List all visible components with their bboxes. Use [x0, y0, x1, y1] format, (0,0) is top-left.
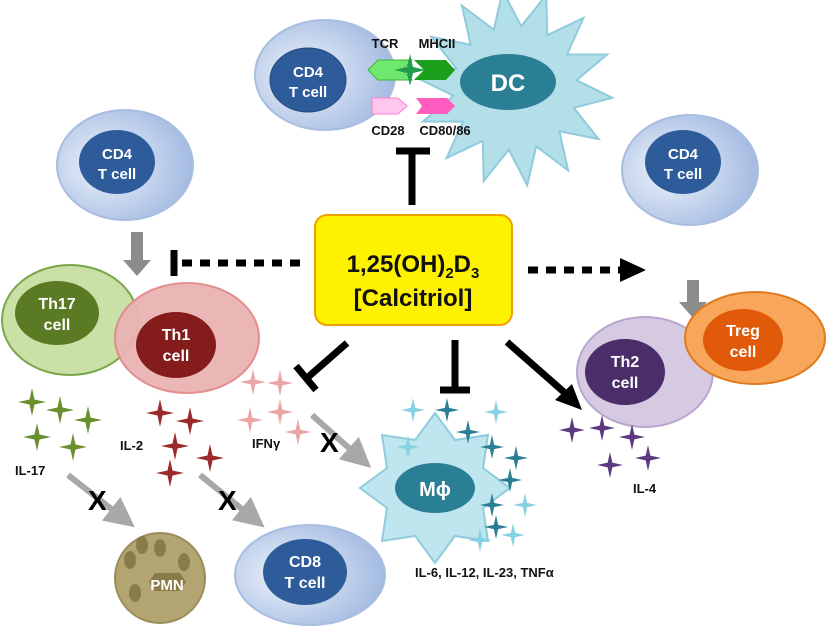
block-x-icon: X [88, 485, 107, 516]
cytokine-sparkle-icon [480, 493, 504, 517]
cytokine-sparkles [18, 369, 661, 552]
block-x-icon: X [218, 485, 237, 516]
svg-text:CD4: CD4 [668, 146, 699, 163]
cytokine-sparkle-icon [484, 515, 508, 539]
cytokine-sparkle-icon [480, 435, 504, 459]
cytokine-sparkle-icon [589, 415, 615, 441]
cytokine-sparkle-icon [146, 399, 174, 427]
inhibition-top [396, 147, 430, 205]
tcr-label: TCR [372, 36, 399, 51]
cytokine-sparkle-icon [156, 459, 184, 487]
cytokine-sparkle-icon [46, 396, 74, 424]
cytokine-sparkle-icon [559, 417, 585, 443]
cytokine-sparkle-icon [456, 420, 480, 444]
cytokine-sparkle-icon [396, 435, 420, 459]
cytokine-sparkle-icon [161, 432, 189, 460]
il4-label: IL-4 [633, 481, 657, 496]
cytokine-sparkle-icon [484, 400, 508, 424]
svg-text:1,25(OH)2D3: 1,25(OH)2D3 [347, 251, 480, 282]
calcitriol-label: [Calcitriol] [354, 285, 473, 312]
cytokine-sparkle-icon [513, 493, 537, 517]
cytokine-sparkle-icon [619, 424, 645, 450]
macrophage-cytokines-label: IL-6, IL-12, IL-23, TNFα [415, 565, 554, 580]
cytokine-sparkle-icon [498, 468, 522, 492]
cytokine-sparkle-icon [196, 444, 224, 472]
differentiation-arrow-left [123, 232, 151, 276]
cytokine-sparkle-icon [267, 399, 293, 425]
cytokine-sparkle-icon [18, 388, 46, 416]
receptor-pairs: TCR MHCII CD28 CD80/86 [367, 36, 471, 138]
cytokine-sparkle-icon [597, 452, 623, 478]
mhcii-shape [414, 60, 455, 80]
svg-text:Th1: Th1 [162, 327, 191, 344]
binding-star-icon [394, 54, 426, 86]
dotted-activation-right [528, 258, 646, 282]
inhibition-macrophage [440, 340, 470, 394]
dotted-inhibition-left [170, 250, 300, 276]
svg-text:T cell: T cell [98, 166, 136, 183]
inhibition-th1-cytokines [293, 340, 350, 393]
cytokine-sparkle-icon [468, 528, 492, 552]
dendritic-cell: DC [414, 0, 616, 189]
cell-label: CD4 [293, 64, 324, 81]
activation-th2 [504, 339, 582, 410]
svg-text:Treg: Treg [726, 323, 760, 340]
cytokine-sparkle-icon [23, 423, 51, 451]
cytokine-sparkle-icon [59, 433, 87, 461]
svg-text:CD4: CD4 [102, 146, 133, 163]
th1-cell: Th1 cell [114, 282, 260, 394]
svg-text:CD8: CD8 [289, 554, 321, 571]
cd8086-label: CD80/86 [419, 123, 470, 138]
pmn-label: PMN [150, 577, 183, 594]
macrophage: Mϕ [358, 411, 512, 565]
cytokine-sparkle-icon [237, 407, 263, 433]
cytokine-sparkle-icon [501, 523, 525, 547]
cytokine-sparkle-icon [240, 369, 266, 395]
block-marks: X X X [88, 427, 339, 516]
mhcii-label: MHCII [419, 36, 456, 51]
cd4-t-cell-top: CD4 T cell [254, 19, 396, 131]
cd28-label: CD28 [371, 123, 404, 138]
svg-text:cell: cell [730, 344, 757, 361]
cytokine-sparkle-icon [435, 398, 459, 422]
il2-label: IL-2 [120, 438, 143, 453]
svg-text:Th2: Th2 [611, 354, 640, 371]
cytokine-sparkle-icon [285, 419, 311, 445]
cytokine-sparkle-icon [401, 398, 425, 422]
block-x-icon: X [320, 427, 339, 458]
dc-label: DC [491, 70, 526, 97]
svg-text:cell: cell [44, 317, 71, 334]
cytokine-sparkle-icon [635, 445, 661, 471]
cytokine-sparkle-icon [176, 407, 204, 435]
macrophage-label: Mϕ [419, 479, 451, 501]
th2-cell: Th2 cell [576, 316, 714, 428]
svg-text:cell: cell [612, 375, 639, 392]
blocked-arrows [66, 412, 372, 528]
calcitriol-box: 1,25(OH)2D3 [Calcitriol] [314, 214, 513, 326]
cd4-t-cell-right: CD4 T cell [621, 114, 759, 226]
cd8086-shape [416, 98, 455, 114]
cd8-t-cell: CD8 T cell [234, 524, 386, 626]
cd28-shape [371, 97, 408, 115]
ifng-label: IFNγ [252, 436, 281, 451]
treg-cell: Treg cell [684, 291, 826, 385]
th17-cell: Th17 cell [1, 264, 139, 376]
svg-text:cell: cell [163, 348, 190, 365]
cytokine-sparkle-icon [504, 446, 528, 470]
pmn-cell: PMN [114, 532, 206, 624]
svg-text:T cell: T cell [664, 166, 702, 183]
cytokine-sparkle-icon [74, 406, 102, 434]
svg-text:T cell: T cell [285, 575, 326, 592]
svg-text:Th17: Th17 [38, 296, 75, 313]
cell-label: T cell [289, 84, 327, 101]
cytokine-sparkle-icon [267, 370, 293, 396]
cd4-t-cell-left: CD4 T cell [56, 109, 194, 221]
il17-label: IL-17 [15, 463, 45, 478]
